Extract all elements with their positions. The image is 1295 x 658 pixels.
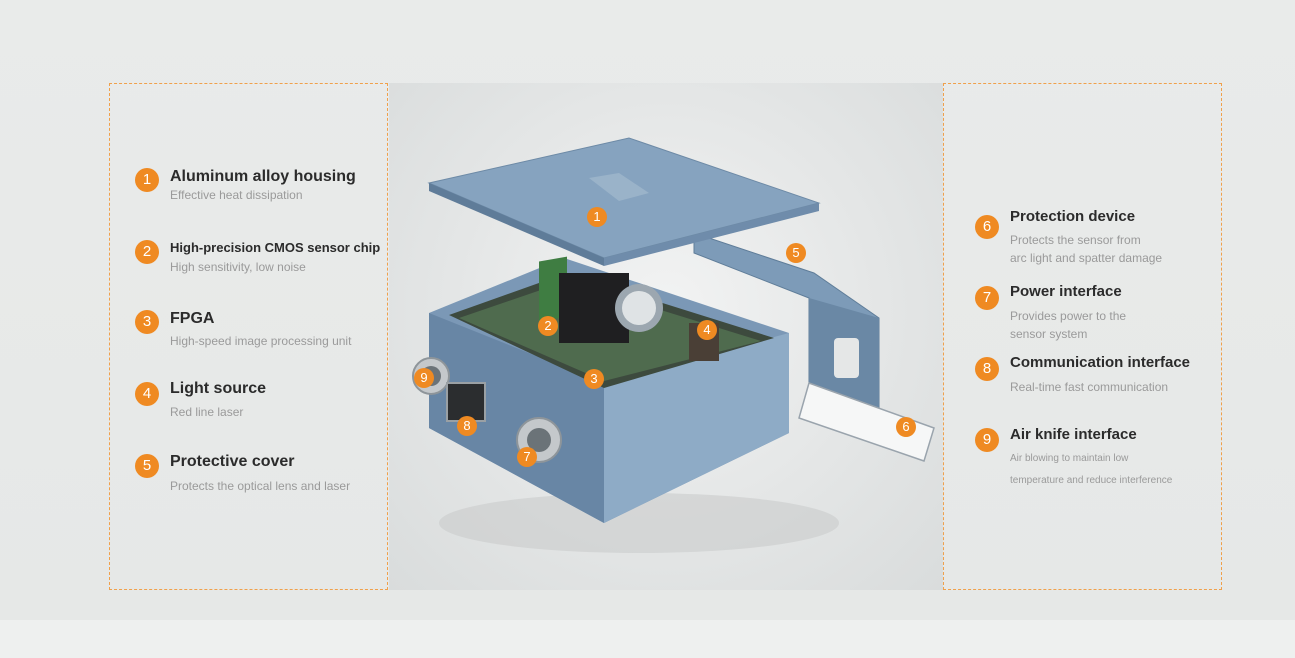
number-badge: 8 [975, 357, 999, 381]
marker-1: 1 [587, 207, 607, 227]
feature-title: Light source [170, 380, 267, 397]
feature-desc-line2: arc light and spatter damage [1010, 251, 1163, 265]
feature-desc: Effective heat dissipation [170, 188, 303, 202]
feature-desc-line2: temperature and reduce interference [1010, 475, 1173, 486]
product-photo: 1 2 3 4 5 6 7 8 9 [389, 83, 943, 590]
feature-title: Power interface [1010, 283, 1122, 300]
feature-desc: High-speed image processing unit [170, 334, 352, 348]
feature-desc-line1: Provides power to the [1010, 309, 1127, 323]
feature-desc: Red line laser [170, 405, 244, 419]
feature-desc-line2: sensor system [1010, 327, 1088, 341]
feature-desc: Protects the optical lens and laser [170, 479, 351, 493]
feature-title: Protection device [1010, 208, 1136, 225]
feature-desc: High sensitivity, low noise [170, 260, 306, 274]
feature-title: Protective cover [170, 453, 295, 470]
marker-8: 8 [457, 416, 477, 436]
marker-2: 2 [538, 316, 558, 336]
feature-desc-line1: Protects the sensor from [1010, 233, 1141, 247]
marker-9: 9 [414, 368, 434, 388]
number-badge: 4 [135, 382, 159, 406]
feature-title: Air knife interface [1010, 426, 1137, 443]
right-feature-panel [943, 83, 1222, 590]
left-feature-panel [109, 83, 388, 590]
feature-desc: Real-time fast communication [1010, 380, 1169, 394]
marker-6: 6 [896, 417, 916, 437]
feature-title: High-precision CMOS sensor chip [170, 240, 381, 255]
feature-title: FPGA [170, 310, 215, 327]
sensor-exploded-view-image [412, 137, 935, 553]
number-badge: 7 [975, 286, 999, 310]
number-badge: 1 [135, 168, 159, 192]
number-badge: 9 [975, 428, 999, 452]
number-badge: 5 [135, 454, 159, 478]
feature-desc-line1: Air blowing to maintain low [1010, 453, 1129, 464]
feature-title: Communication interface [1010, 354, 1191, 371]
marker-3: 3 [584, 369, 604, 389]
marker-5: 5 [786, 243, 806, 263]
marker-4: 4 [697, 320, 717, 340]
number-badge: 6 [975, 215, 999, 239]
number-badge: 3 [135, 310, 159, 334]
marker-7: 7 [517, 447, 537, 467]
feature-title: Aluminum alloy housing [170, 168, 356, 185]
number-badge: 2 [135, 240, 159, 264]
